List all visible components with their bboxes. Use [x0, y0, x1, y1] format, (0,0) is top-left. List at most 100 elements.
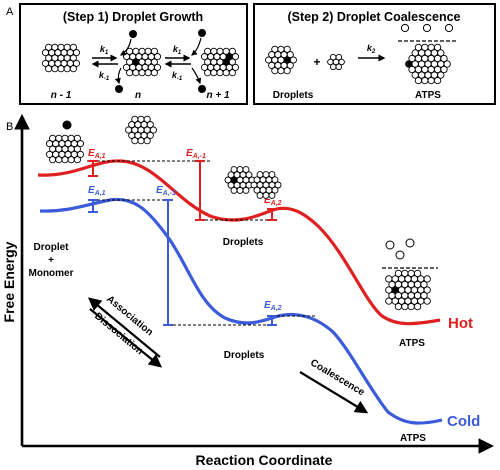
cold-label: Cold — [447, 413, 480, 430]
particle — [277, 67, 285, 75]
state-label-n-minus-1: n - 1 — [51, 90, 72, 101]
particle — [72, 59, 81, 67]
particle — [228, 58, 236, 66]
particle — [144, 69, 152, 77]
b-droplet-cluster-left — [45, 134, 85, 164]
particle — [146, 121, 154, 129]
particle — [72, 49, 81, 57]
hot-ea-2: EA,2 — [264, 195, 282, 207]
droplet-monomer-label-2: + — [48, 255, 54, 266]
cluster-n — [122, 47, 162, 77]
particle — [385, 297, 393, 305]
svg-text:k-1: k-1 — [172, 70, 183, 82]
droplets-label-hot: Droplets — [223, 237, 264, 248]
monomer-bottom-1 — [115, 85, 123, 93]
particle — [210, 69, 218, 77]
particle — [421, 76, 429, 85]
particle — [437, 71, 445, 79]
particle — [413, 269, 422, 278]
monomer-bottom-2 — [198, 85, 206, 93]
particle — [427, 76, 435, 85]
particle — [242, 166, 250, 174]
svg-text:k2: k2 — [367, 43, 376, 55]
particle — [433, 43, 442, 52]
particle — [231, 63, 240, 71]
state-label-n-plus-1: n + 1 — [206, 90, 230, 101]
particle — [143, 115, 151, 123]
hot-dashed-guides — [87, 160, 272, 221]
particle — [271, 186, 279, 194]
b-atps-cluster — [385, 269, 431, 311]
particle — [204, 69, 212, 77]
cold-ea-bars — [88, 199, 277, 326]
coalescence-rate-arrow: k2 — [358, 43, 386, 62]
particle — [268, 171, 276, 179]
particle — [394, 302, 403, 311]
particle — [138, 69, 146, 77]
y-axis-label: Free Energy — [1, 241, 17, 322]
b-atps-open-1 — [385, 240, 395, 250]
particle — [49, 156, 57, 164]
particle — [76, 140, 85, 148]
droplet-monomer-label-3: Monomer — [29, 268, 74, 279]
particle — [228, 69, 236, 77]
axes — [14, 113, 495, 454]
particle — [146, 131, 154, 139]
particle — [69, 65, 77, 73]
atps-monomer-open-3 — [444, 23, 454, 33]
particle — [132, 69, 140, 77]
particle — [274, 181, 282, 189]
cluster-n-plus-1 — [200, 47, 240, 77]
particle — [256, 191, 264, 199]
svg-text:k-1: k-1 — [99, 70, 110, 82]
svg-text:k1: k1 — [100, 44, 109, 56]
particle — [150, 47, 158, 55]
particle — [414, 76, 423, 85]
particle — [153, 63, 162, 71]
particle — [76, 150, 85, 158]
atps-label-cold: ATPS — [400, 433, 426, 444]
x-axis-label: Reaction Coordinate — [196, 452, 333, 468]
b-droplet-cluster-top — [125, 115, 157, 145]
atps-label-hot: ATPS — [399, 338, 425, 349]
particle — [126, 69, 134, 77]
plus-sign: + — [313, 55, 320, 69]
particle — [57, 65, 65, 73]
particle — [228, 47, 236, 55]
particle — [286, 51, 294, 59]
particle — [67, 156, 75, 164]
particle — [73, 156, 81, 164]
step2-title: (Step 2) Droplet Coalescence — [288, 10, 461, 24]
particle — [69, 43, 77, 51]
association-dissociation-arrows: Association Dissociation — [87, 294, 163, 368]
particle — [55, 156, 63, 164]
cold-curve — [39, 197, 443, 425]
particle — [61, 156, 69, 164]
particle — [268, 191, 276, 199]
hot-ea-1: EA,1 — [88, 148, 106, 160]
particle — [440, 65, 448, 74]
particle — [231, 53, 240, 61]
atps-monomer-open-1 — [400, 23, 410, 33]
cold-ea-1: EA,1 — [88, 185, 106, 197]
hot-label: Hot — [448, 315, 473, 332]
atps-label-a: ATPS — [415, 90, 441, 101]
particle — [51, 65, 59, 73]
coalescence-label: Coalescence — [308, 357, 366, 398]
particle — [69, 54, 77, 62]
particle — [73, 134, 81, 142]
particle — [262, 191, 270, 199]
particle — [236, 186, 244, 194]
particle — [413, 302, 422, 311]
particle — [131, 137, 139, 145]
particle — [45, 65, 53, 73]
droplet-monomer-label-1: Droplet — [34, 242, 70, 253]
droplets-label-a: Droplets — [273, 90, 314, 101]
cold-dashed-guides — [92, 199, 315, 326]
particle — [423, 297, 431, 305]
droplet-cluster-large — [265, 45, 297, 75]
b-atps-open-3 — [395, 250, 405, 260]
cold-ea-2: EA,2 — [264, 300, 282, 312]
particle — [423, 286, 431, 294]
